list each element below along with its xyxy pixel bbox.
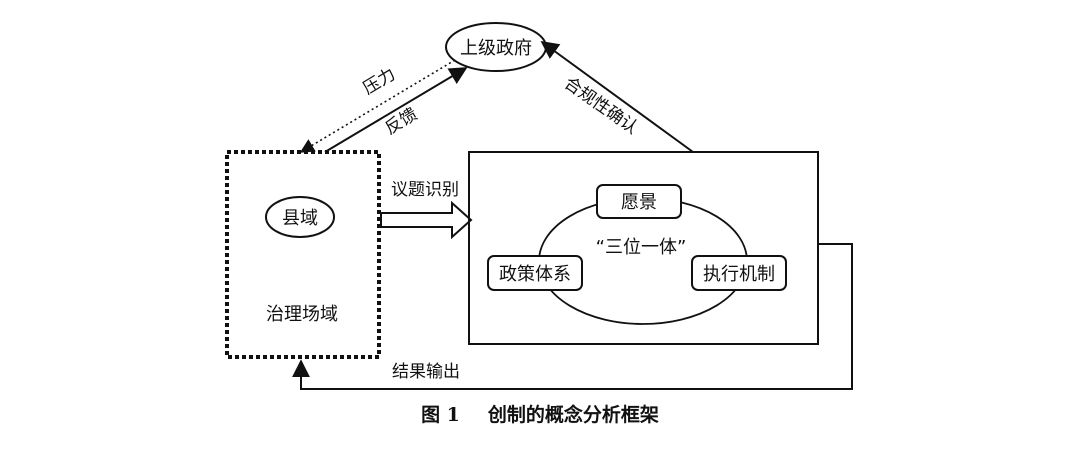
county-label: 县域	[282, 208, 318, 229]
figure-caption: 图 1 创制的概念分析框架	[0, 400, 1080, 427]
figure-number: 图 1	[421, 404, 460, 426]
pressure-label: 压力	[360, 64, 399, 99]
governance-field-label: 治理场域	[266, 304, 338, 325]
vision-label: 愿景	[621, 192, 657, 213]
superior-government-label: 上级政府	[460, 38, 532, 59]
compliance-arrow	[540, 40, 694, 153]
governance-field-box	[225, 150, 381, 359]
result-output-label: 结果输出	[392, 362, 460, 382]
trinity-label: “三位一体”	[596, 237, 687, 258]
issue-identification-arrow	[380, 200, 473, 240]
policy-system-node	[487, 255, 583, 291]
vision-node	[596, 184, 682, 219]
county-node	[265, 196, 335, 238]
figure-title: 创制的概念分析框架	[487, 404, 659, 426]
execution-mechanism-label: 执行机制	[703, 264, 775, 285]
issue-identification-label: 议题识别	[391, 180, 459, 200]
result-output-arrow	[292, 243, 853, 390]
execution-mechanism-node	[691, 255, 787, 291]
feedback-label: 反馈	[382, 104, 421, 139]
feedback-arrow	[324, 67, 468, 153]
policy-system-label: 政策体系	[499, 264, 571, 285]
trinity-framework-box	[468, 151, 819, 345]
concept-framework-diagram: 上级政府 压力 反馈 合规性确认 县域 治理场域 议题识别 愿景 政策体系 执行…	[225, 22, 853, 390]
